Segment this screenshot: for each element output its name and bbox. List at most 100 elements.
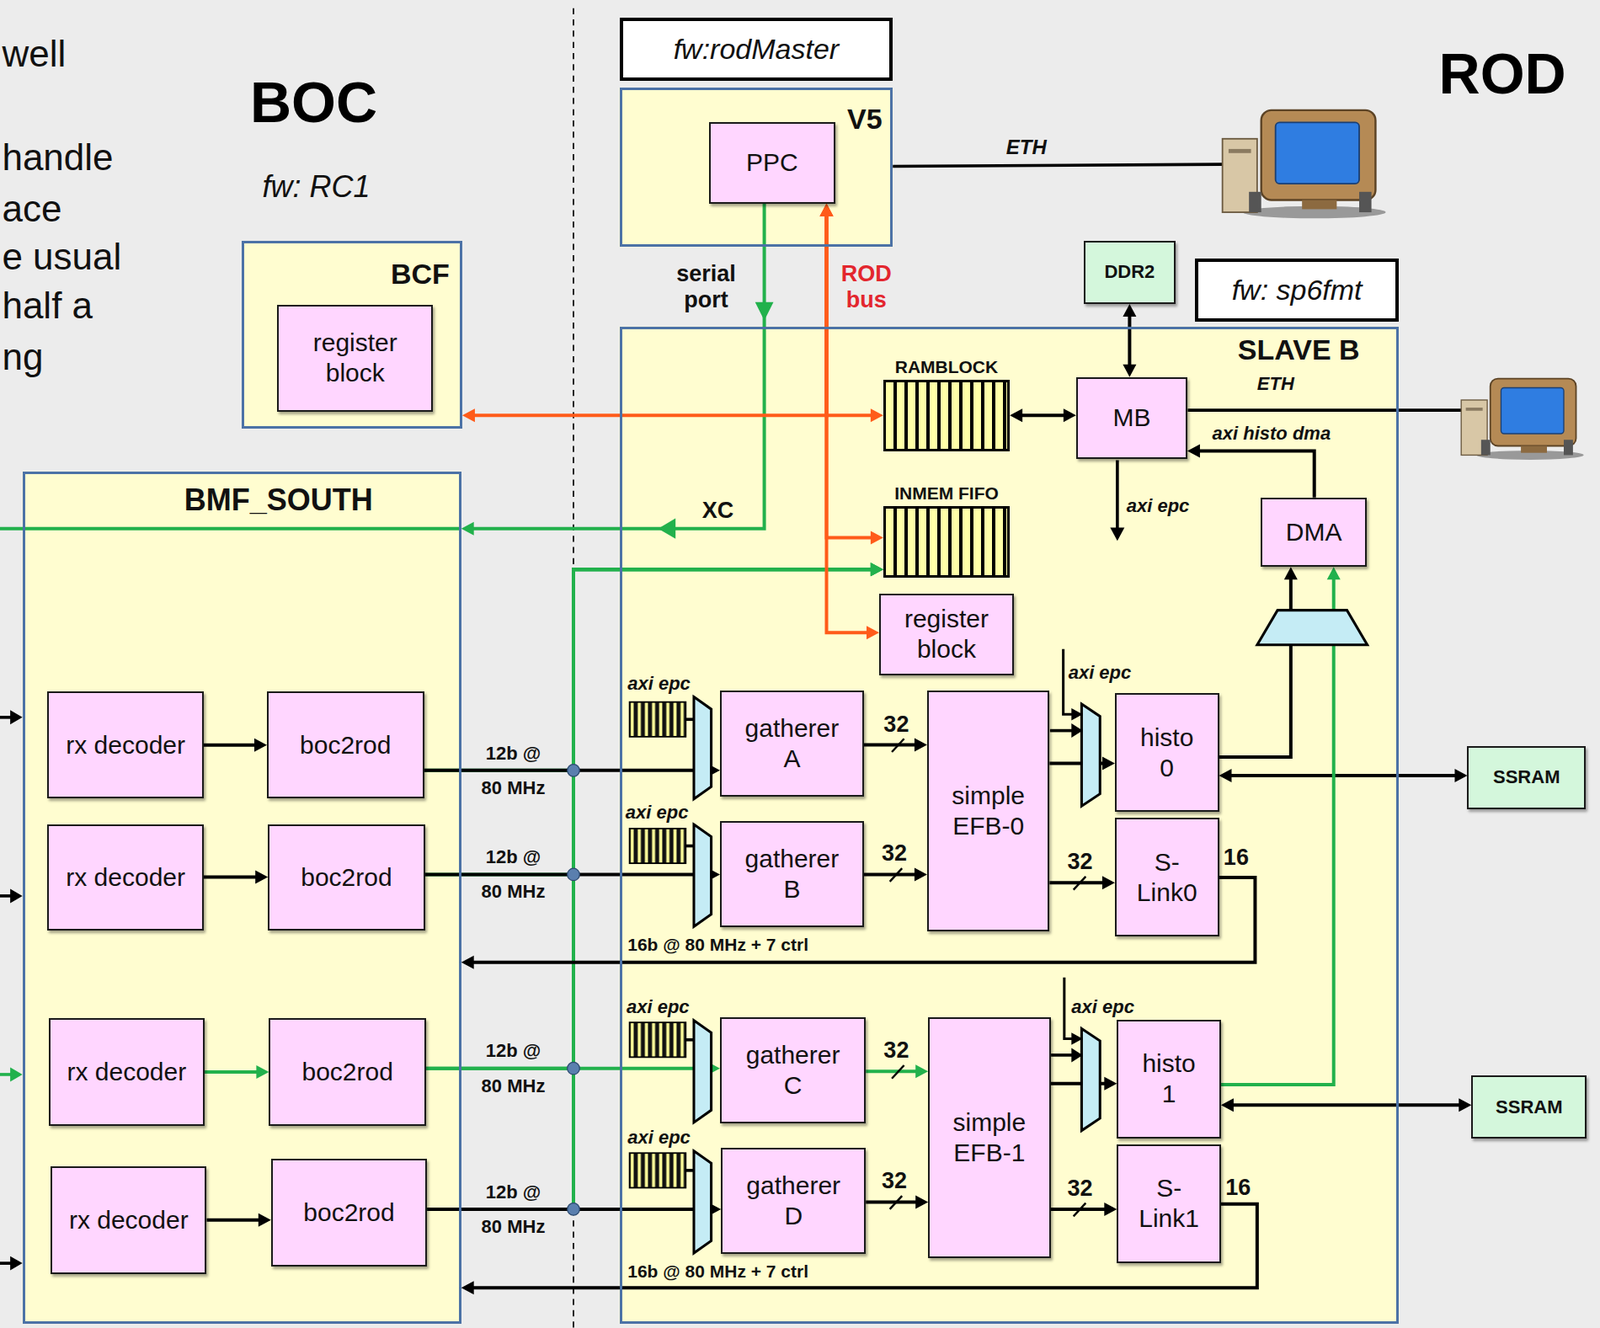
fifo-symbol (629, 702, 687, 737)
connector-label: 16b @ 80 MHz + 7 ctrl (627, 1261, 809, 1282)
speaker (1359, 192, 1372, 213)
ethernet-wire (892, 164, 1222, 166)
computer-monitor (1261, 110, 1376, 201)
junction-dot (567, 868, 581, 881)
connector (820, 203, 884, 422)
arrow-head (1122, 304, 1136, 317)
fifo-bars (883, 506, 1010, 578)
annotation-label: ace (1, 187, 62, 230)
fifo-bars (883, 379, 1010, 452)
module-box: rx decoder (47, 691, 203, 799)
box-label: S-Link1 (1133, 1173, 1205, 1234)
connector (426, 562, 884, 1210)
box-label: fw:rodMaster (631, 32, 882, 67)
annotation-label: ROD (1439, 40, 1567, 107)
label-anchor: 16 (1223, 844, 1249, 871)
label-anchor: 32 (883, 711, 909, 738)
connector-label: 32 (881, 840, 907, 867)
box-label: histo 0 (1131, 722, 1203, 784)
connector-line (1221, 575, 1334, 1085)
computer-screen (1275, 122, 1360, 184)
arrow-head (1219, 768, 1232, 783)
connector-line (203, 743, 259, 747)
box-label: DMA (1277, 517, 1350, 548)
arrow-head (1221, 1098, 1234, 1112)
arrow-head (1102, 875, 1115, 890)
arrow-head (461, 955, 475, 970)
connector (865, 1064, 928, 1078)
label-anchor: 12b @ 80 MHz (475, 1033, 552, 1103)
label-anchor: 16b @ 80 MHz + 7 ctrl (627, 1261, 809, 1282)
connector-line (826, 212, 875, 416)
computer-screen (1500, 387, 1564, 434)
container-heading: V5 (622, 90, 891, 136)
arrow-head (1104, 1077, 1117, 1091)
container-box: BMF_SOUTHrx decoderboc2rodrx decoderboc2… (22, 471, 462, 1324)
module-box: register block (879, 593, 1014, 676)
monitor-stand (1520, 446, 1547, 454)
annotation-label: 16 (1225, 1174, 1251, 1201)
label-anchor: axi epc (627, 1126, 691, 1149)
connector (426, 562, 884, 1069)
box-label: simple EFB-0 (944, 780, 1033, 842)
connector-label: 32 (1066, 1175, 1093, 1202)
annotation-label: 16 (1223, 844, 1249, 871)
arrow-head (1009, 408, 1023, 422)
arrow-head (258, 1213, 272, 1227)
connector (864, 738, 928, 752)
module-box: gatherer B (720, 821, 864, 928)
label-anchor: BOC (250, 69, 378, 135)
fifo-symbol (629, 1152, 687, 1188)
arrow-head (870, 562, 884, 576)
multiplexer (1081, 704, 1100, 806)
module-box: boc2rod (271, 1158, 427, 1267)
label-anchor: ROD bus (834, 261, 898, 314)
multiplexer (693, 1020, 712, 1123)
arrow-head (10, 1256, 23, 1271)
module-box: boc2rod (267, 824, 426, 931)
connector-label: 12b @ 80 MHz (475, 1033, 552, 1103)
module-box: S-Link0 (1114, 817, 1220, 937)
xc-arrow-head (658, 518, 677, 539)
label-anchor: axi epc (1071, 996, 1135, 1019)
module-box: gatherer D (720, 1147, 866, 1254)
computer-monitor (1490, 378, 1577, 447)
connector-label: 12b @ 80 MHz (475, 839, 552, 909)
annotation-label: well (1, 32, 66, 75)
connector-line (206, 1218, 262, 1222)
junction-dot (567, 1203, 581, 1216)
label-anchor: ETH (1257, 373, 1295, 395)
arrow-head (1187, 444, 1200, 459)
connector (461, 203, 765, 536)
connector-line (865, 1200, 920, 1204)
connector-line (1018, 413, 1068, 417)
connector (1221, 1098, 1472, 1112)
connector-line (203, 875, 260, 880)
label-anchor: axi histo dma (1212, 422, 1332, 445)
arrow-head (1063, 408, 1077, 422)
buffer-heading: INMEM FIFO (883, 483, 1010, 504)
connector (1009, 408, 1077, 422)
label-anchor: XC (702, 497, 735, 524)
arrow-head (1102, 756, 1115, 770)
box-label: rx decoder (65, 1056, 188, 1088)
annotation-label: XC (702, 497, 735, 524)
multiplexer (1081, 1028, 1100, 1131)
box-label: boc2rod (284, 862, 409, 893)
arrow-head (914, 738, 928, 752)
arrow-head (255, 870, 268, 885)
box-label: boc2rod (283, 730, 408, 761)
box-label: MB (1093, 402, 1171, 433)
memory-chip: SSRAM (1466, 746, 1586, 810)
box-label: boc2rod (285, 1056, 410, 1088)
fifo-symbol (629, 1022, 687, 1057)
serial-arrow-head (755, 302, 774, 321)
computer-icon (1222, 110, 1387, 219)
label-anchor: axi epc (627, 672, 691, 695)
label-anchor: 32 (1066, 1175, 1093, 1202)
connector-line (865, 1069, 920, 1073)
box-label: gatherer A (736, 713, 848, 774)
arrow-head (870, 531, 884, 545)
connector-label: axi histo dma (1212, 422, 1332, 445)
